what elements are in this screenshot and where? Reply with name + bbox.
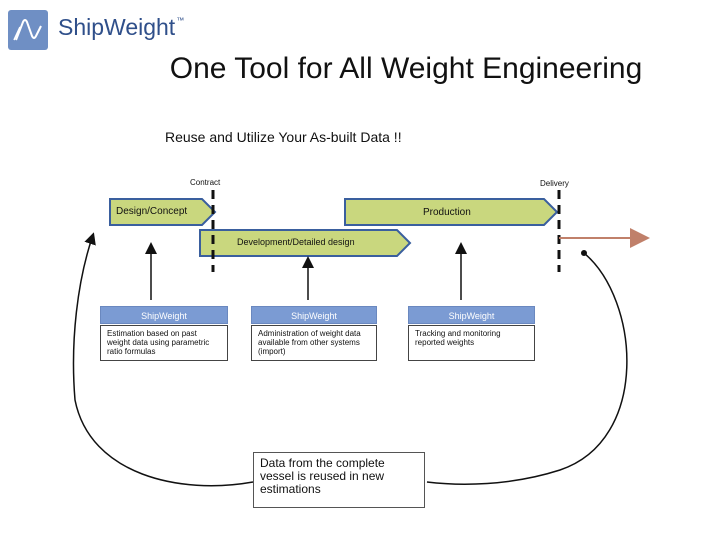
feedback-loop-right (426, 252, 628, 485)
phase-production-label: Production (423, 207, 471, 218)
page-title: One Tool for All Weight Engineering (169, 52, 643, 85)
logo-mark (8, 10, 48, 50)
reuse-callout: Data from the complete vessel is reused … (253, 452, 425, 508)
tool-3-description: Tracking and monitoring reported weights (408, 325, 535, 361)
tool-3-header: ShipWeight (408, 306, 535, 324)
tool-2-header: ShipWeight (251, 306, 377, 324)
delivery-label: Delivery (540, 179, 569, 188)
phase-development-arrow (199, 229, 412, 257)
tool-2-description: Administration of weight data available … (251, 325, 377, 361)
contract-label: Contract (190, 178, 221, 187)
tool-1-description: Estimation based on past weight data usi… (100, 325, 228, 361)
phase-development-label: Development/Detailed design (237, 237, 355, 247)
logo-wave-icon (13, 19, 42, 41)
feedback-loop-left (72, 232, 254, 487)
phase-design-concept-label: Design/Concept (116, 206, 188, 217)
tool-1-header: ShipWeight (100, 306, 228, 324)
page-subtitle: Reuse and Utilize Your As-built Data !! (165, 129, 402, 145)
phase-production-arrow (344, 198, 559, 226)
logo-text: ShipWeight™ (58, 14, 185, 40)
phase-design-concept-arrow (109, 198, 217, 226)
